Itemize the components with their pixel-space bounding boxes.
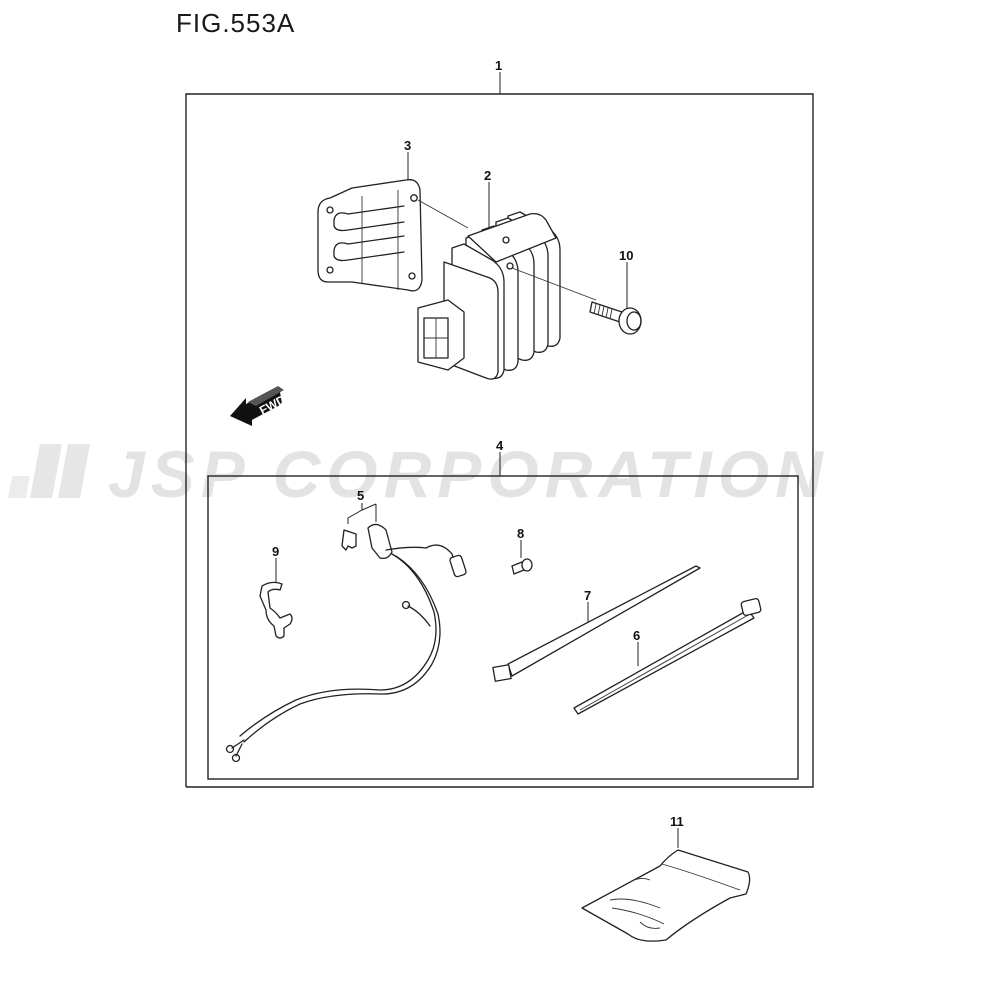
part-3-bracket[interactable] [317, 152, 469, 292]
callout-1: 1 [495, 58, 502, 73]
part-2-regulator[interactable] [417, 182, 597, 380]
callout-8: 8 [517, 526, 524, 541]
part-5-harness[interactable] [225, 503, 467, 763]
fwd-arrow-icon: FWD [230, 386, 288, 426]
part-9-clamp[interactable] [259, 558, 293, 639]
callout-4: 4 [496, 438, 504, 453]
callout-7: 7 [584, 588, 591, 603]
part-6-cable-tie[interactable] [573, 598, 762, 715]
callout-11: 11 [670, 814, 684, 829]
figure-title: FIG.553A [176, 8, 296, 38]
callout-2: 2 [484, 168, 491, 183]
callout-9: 9 [272, 544, 279, 559]
callout-10: 10 [619, 248, 633, 263]
group-box-1 [185, 72, 814, 788]
group-box-4 [207, 452, 799, 780]
callout-3: 3 [404, 138, 411, 153]
part-11-bag[interactable] [581, 828, 751, 942]
callout-5: 5 [357, 488, 364, 503]
part-7-cable-tie[interactable] [492, 565, 701, 682]
callout-6: 6 [633, 628, 640, 643]
part-8-screw[interactable] [511, 540, 533, 575]
part-10-bolt[interactable] [589, 262, 642, 335]
